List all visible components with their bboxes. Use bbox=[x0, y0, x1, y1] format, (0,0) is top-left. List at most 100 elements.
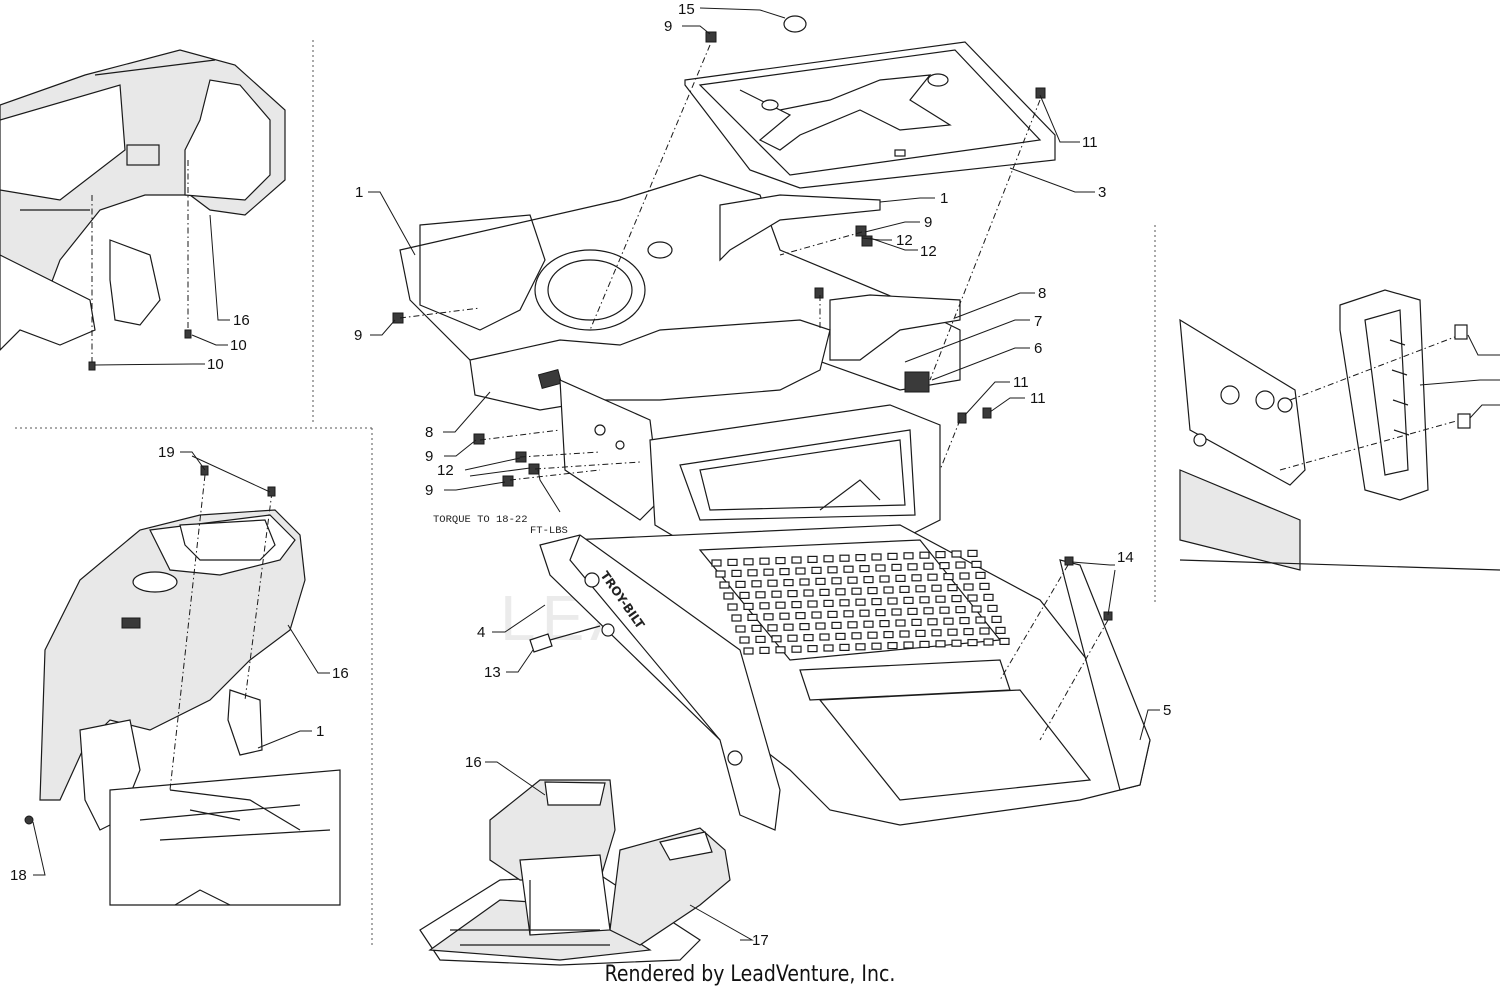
callout-3: 3 bbox=[1098, 184, 1106, 201]
callout-16: 16 bbox=[465, 754, 482, 771]
callout-12: 12 bbox=[920, 243, 937, 260]
perforation bbox=[955, 605, 966, 614]
perforation bbox=[831, 621, 842, 630]
perforation bbox=[751, 624, 762, 633]
perforation bbox=[855, 643, 866, 651]
perforation bbox=[951, 550, 962, 558]
perforation bbox=[823, 599, 834, 608]
perforation bbox=[767, 624, 778, 632]
perforation bbox=[899, 585, 910, 594]
perforation bbox=[879, 619, 890, 628]
callout-19: 19 bbox=[158, 444, 175, 461]
perforation bbox=[887, 597, 898, 605]
callout-14: 14 bbox=[1117, 549, 1134, 566]
perforation bbox=[923, 607, 934, 615]
perforation bbox=[771, 590, 782, 598]
callout-11: 11 bbox=[1082, 134, 1098, 151]
perforation bbox=[931, 629, 942, 637]
perforation bbox=[935, 640, 946, 648]
perforation bbox=[775, 646, 786, 654]
perforation bbox=[947, 628, 958, 636]
perforation bbox=[735, 580, 746, 589]
perforation bbox=[915, 585, 926, 593]
callout-9: 9 bbox=[664, 18, 672, 35]
perforation bbox=[883, 586, 894, 594]
perforation bbox=[955, 561, 966, 569]
perforation bbox=[919, 640, 930, 649]
torque-note-line2: FT-LBS bbox=[530, 525, 568, 537]
perforation bbox=[923, 562, 934, 570]
perforation bbox=[783, 623, 794, 631]
perforation bbox=[827, 610, 838, 619]
perforation bbox=[967, 594, 978, 602]
callout-10: 10 bbox=[230, 337, 247, 354]
callout-11: 11 bbox=[1030, 390, 1046, 407]
perforation bbox=[979, 582, 990, 591]
perforation bbox=[979, 627, 990, 635]
perforation bbox=[807, 600, 818, 608]
perforation bbox=[991, 615, 1002, 624]
torque-note-line1: TORQUE TO 18-22 bbox=[433, 514, 528, 526]
perforation bbox=[963, 583, 974, 591]
perforation bbox=[731, 569, 742, 578]
perforation bbox=[839, 599, 850, 607]
perforation bbox=[739, 591, 750, 600]
inset-bottom-left-fender bbox=[24, 465, 341, 906]
perforation bbox=[855, 553, 866, 562]
leader-lines bbox=[32, 7, 1500, 941]
perforation bbox=[815, 577, 826, 586]
perforation bbox=[747, 569, 758, 577]
perforation bbox=[887, 641, 898, 650]
perforation bbox=[879, 575, 890, 583]
perforation bbox=[843, 610, 854, 618]
perforation bbox=[875, 564, 886, 572]
inset-top-left-fender bbox=[0, 49, 286, 371]
perforation bbox=[895, 574, 906, 583]
callout-4: 4 bbox=[477, 624, 485, 641]
perforation bbox=[967, 549, 978, 558]
perforation bbox=[755, 635, 766, 644]
callout-1: 1 bbox=[355, 184, 363, 201]
perforation bbox=[919, 551, 930, 559]
perforation bbox=[759, 557, 770, 565]
perforation bbox=[743, 558, 754, 566]
perforation bbox=[831, 577, 842, 585]
perforation bbox=[907, 563, 918, 571]
perforation bbox=[711, 559, 722, 567]
callout-12: 12 bbox=[896, 232, 913, 249]
perforation bbox=[967, 638, 978, 647]
perforation bbox=[835, 632, 846, 641]
perforation bbox=[975, 571, 986, 580]
perforation bbox=[811, 566, 822, 575]
perforation bbox=[763, 613, 774, 621]
perforation bbox=[775, 601, 786, 609]
perforation bbox=[791, 600, 802, 609]
deck-perforations bbox=[711, 549, 1010, 655]
perforation bbox=[951, 639, 962, 647]
callout-12: 12 bbox=[437, 462, 454, 479]
perforation bbox=[739, 636, 750, 644]
perforation bbox=[939, 561, 950, 570]
perforation bbox=[719, 581, 730, 589]
perforation bbox=[735, 625, 746, 633]
perforation bbox=[875, 608, 886, 617]
perforation bbox=[787, 589, 798, 598]
perforation bbox=[779, 612, 790, 620]
perforation bbox=[995, 626, 1006, 635]
perforation bbox=[807, 644, 818, 653]
perforation bbox=[943, 617, 954, 625]
perforation bbox=[971, 560, 982, 569]
callout-1: 1 bbox=[940, 190, 948, 207]
callout-1: 1 bbox=[316, 723, 324, 740]
footer-credit: Rendered by LeadVenture, Inc. bbox=[604, 962, 896, 987]
perforation bbox=[783, 578, 794, 587]
perforation bbox=[747, 613, 758, 622]
perforation bbox=[975, 616, 986, 624]
perforation bbox=[943, 572, 954, 581]
perforation bbox=[895, 619, 906, 627]
callout-9: 9 bbox=[924, 214, 932, 231]
perforation bbox=[983, 638, 994, 646]
perforation bbox=[939, 606, 950, 614]
perforation bbox=[727, 558, 738, 567]
